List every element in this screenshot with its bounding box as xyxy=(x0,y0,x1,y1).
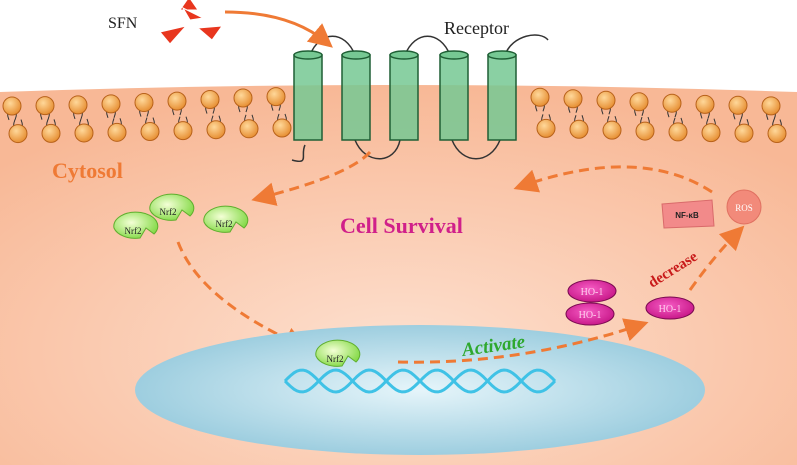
phospholipid-head xyxy=(596,90,616,110)
cell-membrane xyxy=(2,87,787,144)
nfkb-label: NF-κB xyxy=(675,211,699,220)
ho1-group: HO-1 HO-1 HO-1 xyxy=(565,279,695,326)
phospholipid-head xyxy=(173,121,193,141)
phospholipid-head xyxy=(233,88,253,108)
receptor xyxy=(291,34,549,162)
phospholipid-head xyxy=(272,118,292,138)
phospholipid-head xyxy=(107,122,127,142)
nrf2-protein: Nrf2 xyxy=(149,193,195,221)
phospholipid-head xyxy=(563,89,583,109)
phospholipid-head xyxy=(635,121,655,141)
phospholipid-head xyxy=(761,96,781,116)
phospholipid-head xyxy=(206,120,226,140)
receptor-label: Receptor xyxy=(444,18,509,38)
nrf2-nucleus-label: Nrf2 xyxy=(327,354,344,364)
nrf2-protein: Nrf2 xyxy=(203,205,249,233)
phospholipid-head xyxy=(536,118,556,138)
nrf2-label: Nrf2 xyxy=(160,207,177,217)
sfn-to-receptor-arrow xyxy=(224,10,333,48)
ros-label: ROS xyxy=(735,203,753,213)
phospholipid-head xyxy=(602,120,622,140)
phospholipid-head xyxy=(74,123,94,143)
phospholipid-head xyxy=(695,94,715,114)
phospholipid-head xyxy=(2,96,22,116)
phospholipid-head xyxy=(530,87,550,107)
phospholipid-head xyxy=(701,123,721,143)
sfn-molecules xyxy=(159,0,224,45)
phospholipid-head xyxy=(140,122,160,142)
phospholipid-head xyxy=(200,90,220,110)
phospholipid-head xyxy=(101,94,121,114)
receptor-to-nrf2-arrow xyxy=(251,150,372,206)
nfkb-box: NF-κB xyxy=(661,199,715,229)
nrf2-nucleus-protein: Nrf2 xyxy=(315,339,361,367)
phospholipid-head xyxy=(68,95,88,115)
nrf2-label: Nrf2 xyxy=(125,226,142,236)
cytosol-label: Cytosol xyxy=(52,158,123,183)
nrf2-protein: Nrf2 xyxy=(113,211,159,239)
ho1-protein: HO-1 xyxy=(567,279,617,303)
phospholipid-head xyxy=(668,122,688,142)
cell-survival-label: Cell Survival xyxy=(340,213,463,238)
decrease-arrow xyxy=(688,225,745,291)
phospholipid-head xyxy=(8,124,28,144)
phospholipid-head xyxy=(35,96,55,116)
ros-circle: ROS xyxy=(726,189,762,225)
ho1-label: HO-1 xyxy=(579,310,602,321)
phospholipid-head xyxy=(734,123,754,143)
phospholipid-head xyxy=(728,95,748,115)
phospholipid-head xyxy=(134,93,154,113)
nrf2-cytosol-group: Nrf2 Nrf2 Nrf2 xyxy=(113,193,249,239)
ho1-label: HO-1 xyxy=(581,287,604,298)
dna-helix xyxy=(283,368,557,394)
phospholipid-head xyxy=(266,87,286,107)
ros-feedback-arrow xyxy=(513,165,713,194)
phospholipid-head xyxy=(167,91,187,111)
phospholipid-head xyxy=(239,119,259,139)
nrf2-to-nucleus-arrow xyxy=(176,241,309,350)
phospholipid-head xyxy=(629,92,649,112)
ho1-label: HO-1 xyxy=(659,304,682,315)
ho1-protein: HO-1 xyxy=(645,296,695,320)
phospholipid-head xyxy=(767,124,787,144)
sfn-label: SFN xyxy=(108,15,138,32)
nucleus xyxy=(135,325,705,455)
ho1-protein: HO-1 xyxy=(565,302,615,326)
phospholipid-head xyxy=(569,119,589,139)
nrf2-label: Nrf2 xyxy=(216,219,233,229)
activate-arrow xyxy=(397,318,649,364)
phospholipid-head xyxy=(41,123,61,143)
phospholipid-head xyxy=(662,93,682,113)
